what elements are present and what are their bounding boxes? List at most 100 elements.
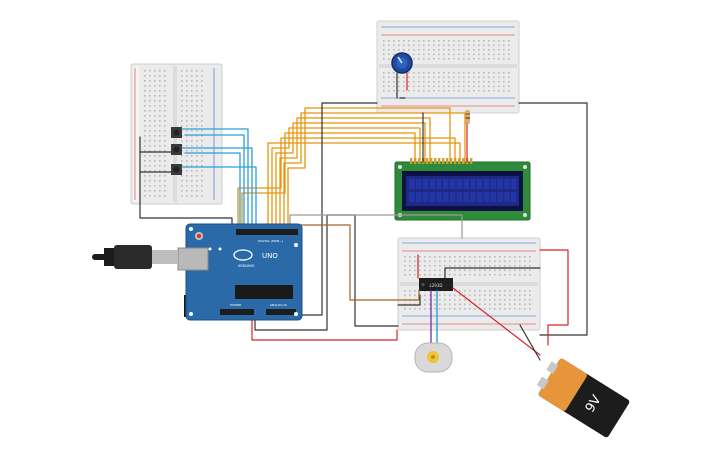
right-breadboard[interactable] xyxy=(397,237,541,331)
lcd-character-cell xyxy=(449,179,456,189)
breadboard-hole xyxy=(181,100,183,102)
battery-9v[interactable]: 9V xyxy=(532,354,630,438)
breadboard-hole xyxy=(149,120,151,122)
breadboard-hole xyxy=(433,40,435,42)
breadboard-hole xyxy=(164,190,166,192)
lcd-character-cell xyxy=(456,192,463,202)
wire-lcd-en[interactable] xyxy=(241,142,461,231)
breadboard-hole xyxy=(388,53,390,56)
breadboard-hole xyxy=(488,40,490,42)
breadboard-hole xyxy=(149,95,151,97)
breadboard-hole xyxy=(438,49,440,51)
breadboard-hole xyxy=(453,49,455,51)
breadboard-hole xyxy=(419,256,421,258)
breadboard-hole xyxy=(186,105,188,107)
wire-button-3[interactable] xyxy=(181,166,257,231)
breadboard-hole xyxy=(164,195,166,197)
dc-motor[interactable] xyxy=(414,342,453,373)
breadboard-hole xyxy=(468,53,470,56)
breadboard-hole xyxy=(529,294,531,297)
breadboard-hole xyxy=(459,265,461,267)
breadboard-hole xyxy=(388,72,390,74)
breadboard-hole xyxy=(409,303,411,306)
wire-button-2[interactable] xyxy=(181,147,253,231)
breadboard-hole xyxy=(144,160,146,162)
breadboard-hole xyxy=(509,303,511,306)
usb-cable[interactable] xyxy=(92,245,178,269)
breadboard-hole xyxy=(154,170,156,172)
arduino-uno[interactable]: UNO ARDUINO DIGITAL (PWM~) POWER ANALOG … xyxy=(177,223,303,321)
resistor[interactable] xyxy=(465,110,470,124)
breadboard-hole xyxy=(408,40,410,42)
wire-lcd-d2[interactable] xyxy=(287,107,451,231)
motor-driver-ic[interactable]: L293D xyxy=(419,278,453,291)
pushbutton-1[interactable] xyxy=(171,127,182,138)
breadboard-hole xyxy=(383,40,385,42)
breadboard-hole xyxy=(428,49,430,51)
wire-driver-input[interactable] xyxy=(289,214,463,239)
breadboard-hole xyxy=(448,40,450,42)
breadboard-hole xyxy=(191,85,193,87)
breadboard-hole xyxy=(404,265,406,267)
breadboard-hole xyxy=(181,75,183,77)
breadboard-hole xyxy=(463,81,465,83)
breadboard-hole xyxy=(201,160,203,162)
breadboard-hole xyxy=(393,53,395,56)
breadboard-hole xyxy=(434,308,436,310)
breadboard-hole xyxy=(443,58,445,60)
breadboard-hole xyxy=(149,155,151,157)
breadboard-hole xyxy=(196,85,198,87)
breadboard-hole xyxy=(201,140,203,142)
wire-button-1b[interactable] xyxy=(184,134,245,231)
lcd-pin xyxy=(442,158,445,164)
breadboard-hole xyxy=(164,150,166,152)
breadboard-hole xyxy=(393,90,395,92)
breadboard-hole xyxy=(144,195,146,197)
lcd-display[interactable] xyxy=(394,158,531,221)
breadboard-hole xyxy=(181,175,183,177)
breadboard-hole xyxy=(494,290,496,292)
breadboard-hole xyxy=(488,76,490,79)
breadboard-hole xyxy=(509,294,511,297)
breadboard-hole xyxy=(414,308,416,310)
wire-gnd-driver-2[interactable] xyxy=(444,267,541,279)
pushbutton-2[interactable] xyxy=(171,144,182,155)
lcd-character-cell xyxy=(497,179,503,189)
breadboard-hole xyxy=(478,72,480,74)
wire-button-1[interactable] xyxy=(181,128,249,231)
breadboard-hole xyxy=(473,90,475,92)
top-breadboard[interactable] xyxy=(376,20,520,114)
wire-battery-pos[interactable] xyxy=(539,249,569,346)
wire-driver-enable[interactable] xyxy=(293,224,420,301)
breadboard-hole xyxy=(164,185,166,187)
wire-lcd-d3[interactable] xyxy=(283,112,466,231)
breadboard-hole xyxy=(419,265,421,267)
breadboard-hole xyxy=(504,299,506,301)
wire-button-2b[interactable] xyxy=(184,152,241,231)
lcd-character-cell xyxy=(422,192,429,202)
wire-5v[interactable] xyxy=(251,317,398,341)
breadboard-hole xyxy=(519,294,521,297)
wire-battery-neg[interactable] xyxy=(519,324,541,361)
breadboard-hole xyxy=(149,160,151,162)
breadboard-hole xyxy=(509,308,511,310)
breadboard-hole xyxy=(164,100,166,102)
breadboard-hole xyxy=(159,120,161,122)
breadboard-hole xyxy=(469,290,471,292)
wire-gnd-top-right[interactable] xyxy=(518,102,588,336)
breadboard-hole xyxy=(201,175,203,177)
wire-battery-driver[interactable] xyxy=(452,287,541,356)
pushbutton-3[interactable] xyxy=(171,164,182,175)
breadboard-hole xyxy=(524,265,526,267)
breadboard-hole xyxy=(473,40,475,42)
breadboard-hole xyxy=(499,308,501,310)
breadboard-hole xyxy=(508,53,510,56)
lcd-character-cell xyxy=(483,192,490,202)
breadboard-hole xyxy=(493,58,495,60)
breadboard-hole xyxy=(419,308,421,310)
breadboard-hole xyxy=(464,299,466,301)
breadboard-hole xyxy=(149,175,151,177)
wire-gnd-driver[interactable] xyxy=(397,294,421,306)
potentiometer[interactable] xyxy=(391,52,413,74)
wire-lcd-rs[interactable] xyxy=(237,137,456,231)
